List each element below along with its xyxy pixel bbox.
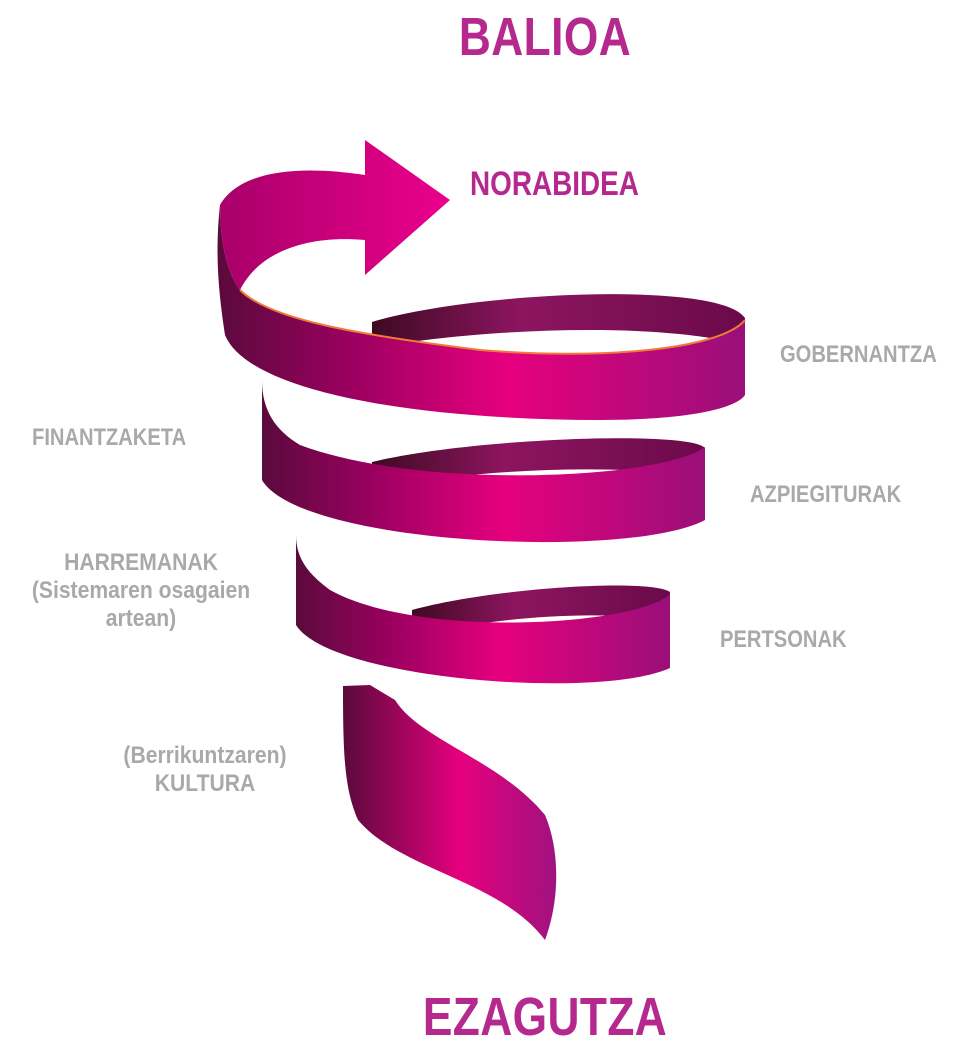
- label-norabidea: NORABIDEA: [470, 165, 639, 203]
- ring-front-2: [262, 380, 705, 543]
- label-kultura: (Berrikuntzaren) KULTURA: [123, 742, 287, 797]
- diagram-title-top: BALIOA: [458, 7, 632, 67]
- direction-arrow-icon: [220, 140, 450, 290]
- ring-front-3: [296, 535, 670, 684]
- label-harremanak: HARREMANAK (Sistemaren osagaien artean): [31, 549, 251, 632]
- ring-edge-1: [239, 289, 746, 355]
- label-finantzaketa: FINANTZAKETA: [32, 424, 187, 451]
- label-gobernantza: GOBERNANTZA: [780, 341, 937, 368]
- label-azpiegiturak: AZPIEGITURAK: [750, 481, 902, 508]
- ring-back-1: [372, 294, 745, 348]
- ribbon-tail: [343, 685, 557, 940]
- diagram-title-bottom: EZAGUTZA: [422, 987, 668, 1047]
- ring-front-1: [217, 205, 746, 420]
- label-pertsonak: PERTSONAK: [720, 626, 847, 653]
